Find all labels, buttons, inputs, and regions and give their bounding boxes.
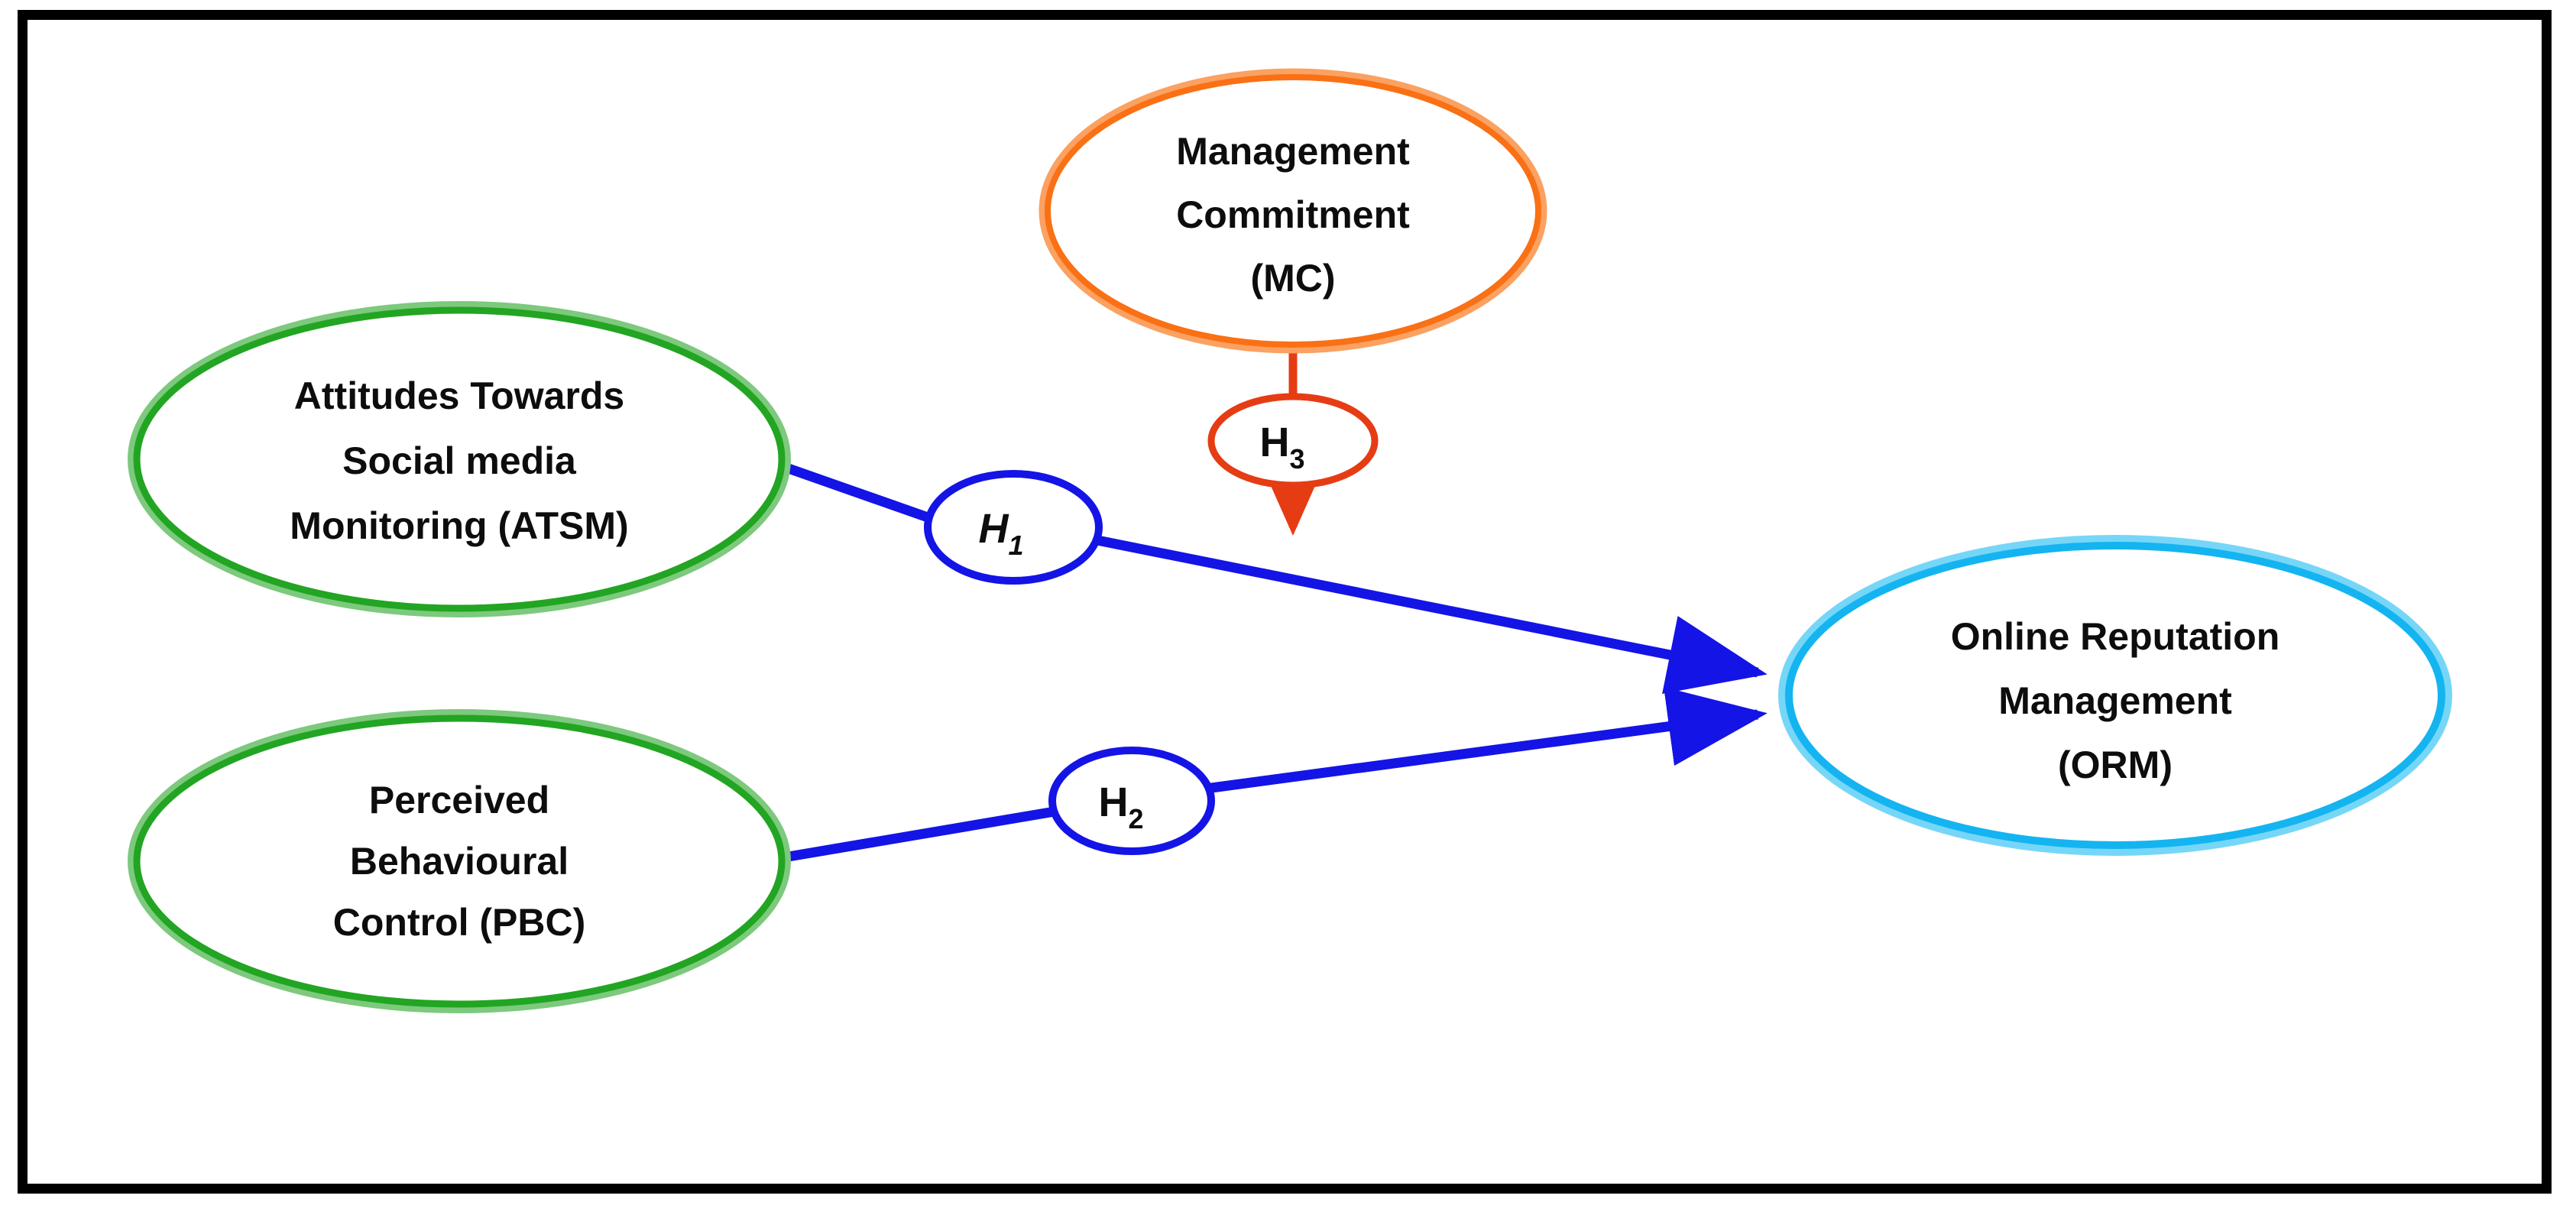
hypothesis-h3-subscript: 3 (1289, 443, 1304, 475)
construct-pbc[interactable]: Perceived Behavioural Control (PBC) (128, 709, 791, 1013)
hypothesis-h2-base: H (1098, 779, 1128, 825)
construct-atsm[interactable]: Attitudes Towards Social media Monitorin… (128, 301, 791, 617)
construct-atsm-outline (128, 301, 791, 617)
construct-mc-line-1: Management (1176, 130, 1410, 173)
construct-mc-outline-inner (1045, 74, 1541, 348)
path-pbc-to-h2 (779, 806, 1060, 863)
hypothesis-h2-outline (1048, 747, 1215, 855)
hypothesis-h3-outline (1207, 393, 1379, 489)
construct-mc-line-3: (MC) (1250, 257, 1335, 300)
construct-orm-outline-inner (1785, 542, 2445, 849)
path-h1-to-orm (1096, 535, 1768, 695)
construct-orm[interactable]: Online Reputation Management (ORM) (1778, 535, 2452, 856)
hypothesis-h1[interactable]: H1 (924, 470, 1103, 585)
construct-pbc-outline (128, 709, 791, 1013)
construct-atsm-line-2: Social media (342, 439, 577, 482)
hypothesis-h1-outline (924, 470, 1103, 585)
construct-atsm-line-3: Monitoring (ATSM) (290, 504, 628, 547)
hypothesis-h2-subscript: 2 (1128, 803, 1143, 834)
hypothesis-h3-label: H3 (1259, 420, 1304, 475)
construct-orm-line-3: (ORM) (2058, 744, 2173, 786)
construct-mc-line-2: Commitment (1176, 193, 1410, 236)
path-atsm-to-h1 (779, 462, 933, 523)
construct-orm-line-2: Management (1998, 679, 2232, 722)
hypothesis-h2[interactable]: H2 (1048, 747, 1215, 855)
construct-pbc-line-2: Behavioural (350, 840, 569, 883)
construct-mc-outline (1039, 68, 1547, 354)
construct-pbc-line-1: Perceived (369, 779, 549, 821)
construct-pbc-outline-inner (133, 714, 786, 1008)
hypothesis-h2-label: H2 (1098, 779, 1143, 834)
construct-orm-outline (1778, 535, 2452, 856)
construct-orm-line-1: Online Reputation (1951, 615, 2280, 658)
hypothesis-h3-base: H (1259, 420, 1289, 465)
hypothesis-h1-base: H (978, 506, 1009, 552)
hypothesis-h1-subscript: 1 (1008, 530, 1023, 561)
construct-pbc-line-3: Control (PBC) (333, 901, 586, 944)
hypothesis-h1-label: H1 (978, 506, 1023, 561)
construct-mc[interactable]: Management Commitment (MC) (1039, 68, 1547, 354)
construct-atsm-line-1: Attitudes Towards (294, 374, 624, 417)
construct-atsm-outline-inner (133, 306, 786, 612)
hypothesis-h3[interactable]: H3 (1207, 393, 1379, 489)
path-h2-to-orm (1205, 687, 1768, 794)
